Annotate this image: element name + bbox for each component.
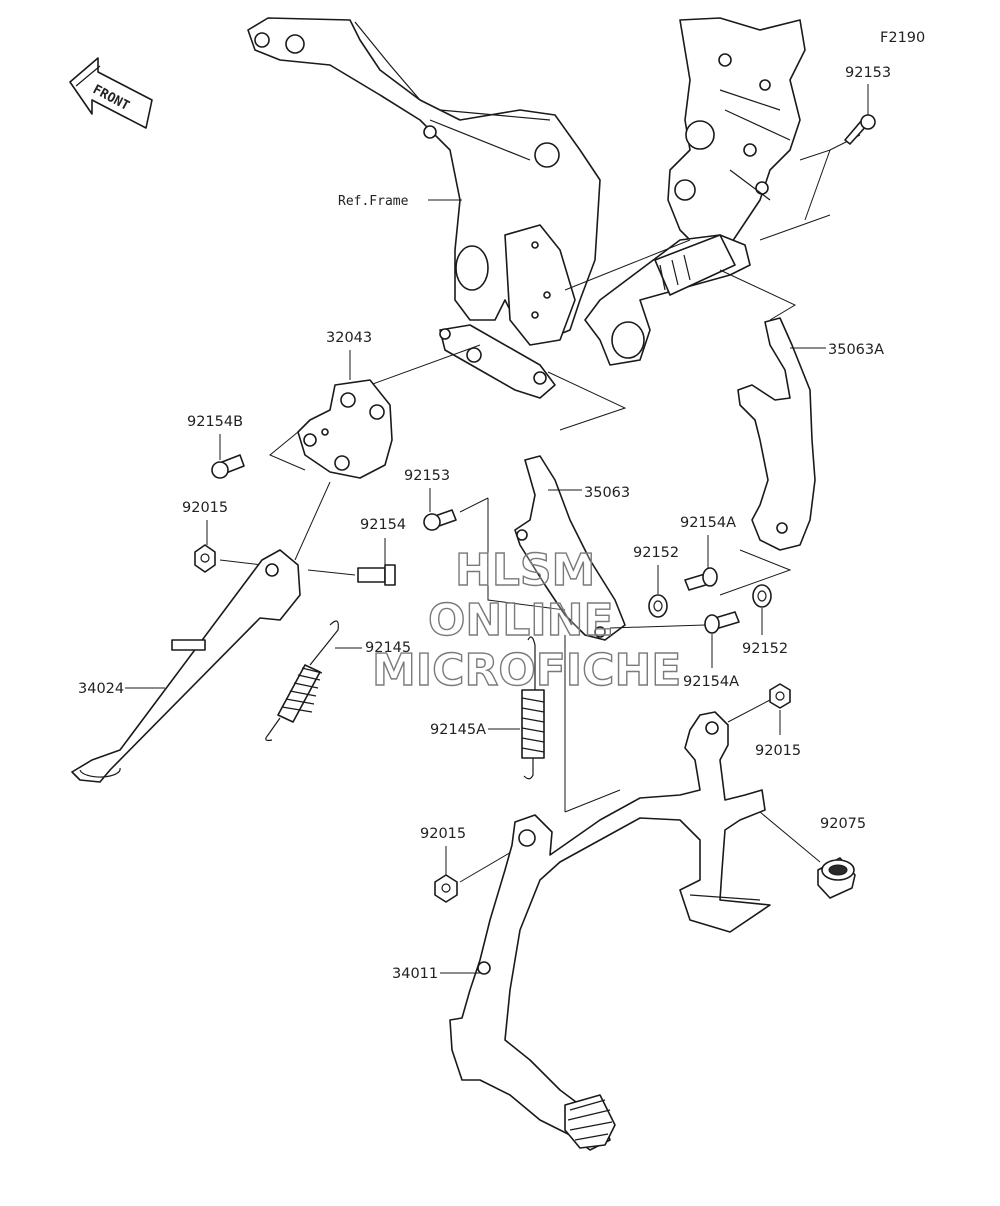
ref-frame-label: Ref.Frame (338, 194, 409, 209)
label-92154A-bottom: 92154A (683, 674, 739, 690)
spacer-92152-left (648, 594, 668, 618)
bolt-92154A-bottom (704, 611, 740, 634)
label-92154: 92154 (360, 517, 406, 533)
label-92015-left: 92015 (182, 500, 228, 516)
frame-cross-tube (439, 234, 751, 399)
bolt-92154B (211, 454, 245, 479)
nut-92015-center (434, 874, 458, 903)
label-35063: 35063 (584, 485, 630, 501)
cap-92075 (817, 857, 856, 899)
label-92145: 92145 (365, 640, 411, 656)
frame-left-section (247, 17, 601, 346)
bolt-92154A-top (684, 567, 718, 591)
label-92015-center: 92015 (420, 826, 466, 842)
nut-92015-right (769, 683, 791, 709)
label-35063A: 35063A (828, 342, 884, 358)
center-stand-34011 (449, 711, 771, 1151)
label-92152-left: 92152 (633, 545, 679, 561)
spring-92145A (521, 636, 545, 780)
watermark-line-3: MICROFICHE (372, 645, 681, 696)
bracket-35063 (514, 455, 626, 641)
bolt-92154 (357, 564, 396, 586)
side-stand-34024 (71, 549, 301, 783)
label-92154B: 92154B (187, 414, 243, 430)
bolt-92153-mid (423, 509, 457, 531)
spacer-92152-right (752, 584, 772, 608)
nut-92015-left (194, 544, 216, 573)
label-32043: 32043 (326, 330, 372, 346)
label-92075: 92075 (820, 816, 866, 832)
label-92154A-top: 92154A (680, 515, 736, 531)
front-arrow-icon: FRONT (69, 57, 153, 129)
frame-right-section (667, 17, 806, 261)
label-92153-top: 92153 (845, 65, 891, 81)
bolt-92153-top (844, 114, 876, 145)
label-92153-mid: 92153 (404, 468, 450, 484)
label-92152-right: 92152 (742, 641, 788, 657)
label-92015-right: 92015 (755, 743, 801, 759)
bracket-32043 (297, 379, 393, 479)
label-92145A: 92145A (430, 722, 486, 738)
watermark: HLSM ONLINE MICROFICHE (371, 544, 682, 696)
spring-92145 (265, 620, 339, 742)
label-34024: 34024 (78, 681, 124, 697)
label-34011: 34011 (392, 966, 438, 982)
watermark-line-1: HLSM (455, 545, 595, 596)
bracket-35063A (737, 317, 816, 551)
watermark-line-2: ONLINE (428, 595, 614, 646)
diagram-code: F2190 (880, 30, 925, 46)
